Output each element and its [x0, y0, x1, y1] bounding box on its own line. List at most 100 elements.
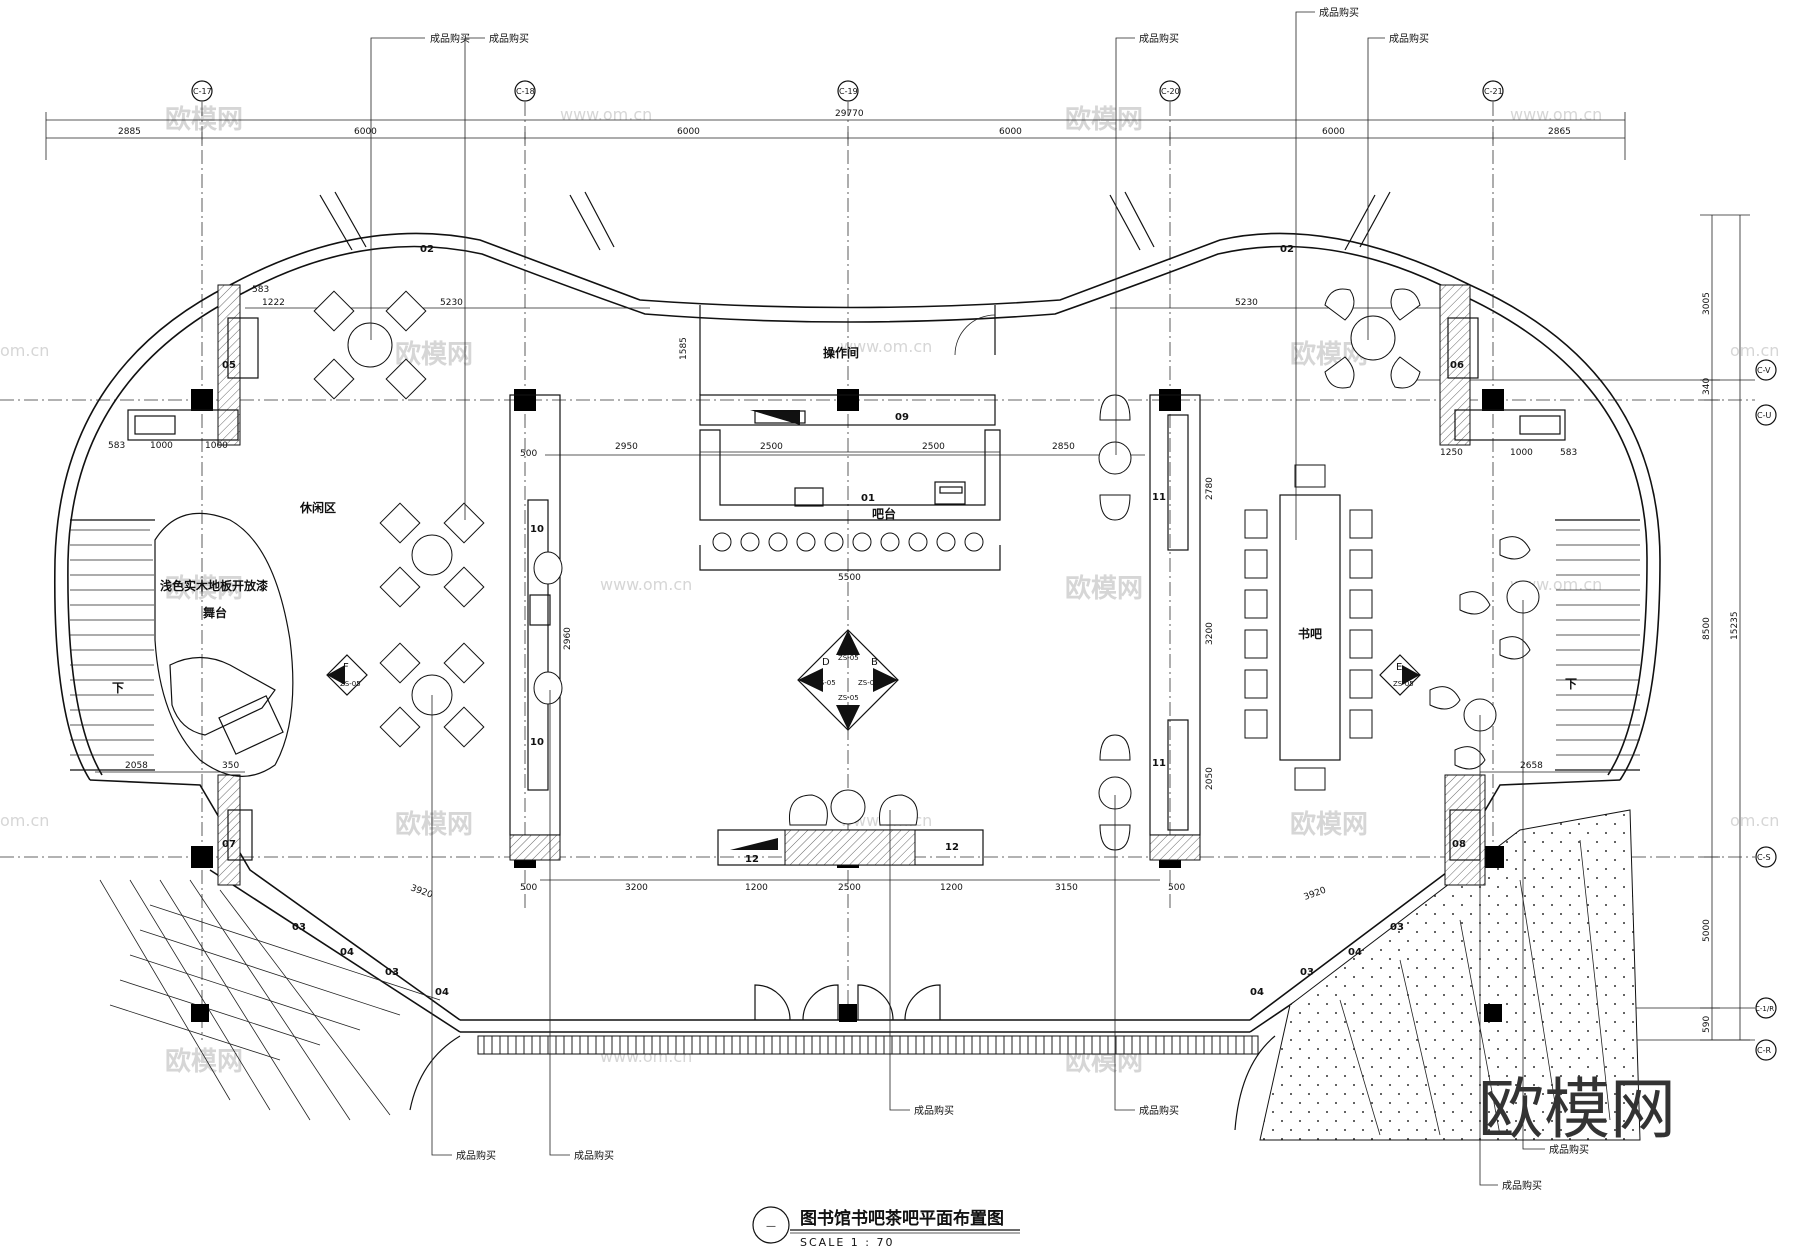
callout-label: 成品购买	[456, 1149, 496, 1162]
callout-leaders: 成品购买 成品购买 成品购买 成品购买 成品购买 成品购买 成品购买 成品购买 …	[370, 6, 1589, 1192]
brand-watermark: 欧模网	[1478, 1071, 1676, 1148]
dim-cab: 583	[108, 441, 125, 451]
index-ref: ZS-05	[838, 654, 859, 662]
dim-right-5: 340	[1702, 378, 1712, 395]
bar-counter: 01 吧台 2950 2850 2500 2500 5500	[545, 429, 1145, 583]
bottom-right-curve	[1234, 1035, 1276, 1131]
code-04: 04	[1250, 987, 1264, 998]
axis-label: C-17	[193, 87, 212, 96]
left-cabinets: 583 583 1000 1000 05 07 1222 5230 2058 3…	[95, 284, 650, 886]
dim-bottom-mid-a: 1200	[745, 883, 768, 893]
watermark-brand: 欧模网	[165, 573, 243, 604]
dim-left-top-a: 1222	[262, 298, 285, 308]
code-04: 04	[1348, 947, 1362, 958]
label-stage-note: 浅色实木地板开放漆	[160, 578, 268, 593]
dim-bottom-mid: 2500	[838, 883, 861, 893]
dim-right-low: 2658	[1520, 761, 1543, 771]
axis-label: C-S	[1757, 853, 1771, 862]
label-book-bar: 书吧	[1298, 626, 1322, 641]
code-03: 03	[1300, 967, 1314, 978]
dim-cab: 1000	[1510, 448, 1533, 458]
code-08: 08	[1452, 839, 1466, 850]
bottom-corridor-strip	[477, 1035, 1259, 1055]
dim-left-gap: 2950	[615, 442, 638, 452]
dim-cab: 583	[1560, 448, 1577, 458]
dim-bottom-left: 3200	[625, 883, 648, 893]
top-right-wall-fragments	[1109, 191, 1391, 251]
right-cabinets: 1250 1000 583 06 08 5230 2658	[1110, 284, 1610, 886]
axis-label: C-V	[1757, 366, 1771, 375]
callout-label: 成品购买	[1549, 1143, 1589, 1156]
dim-top-0: 2885	[118, 127, 141, 137]
dim-right-3: 5000	[1702, 919, 1712, 942]
lower-counter: 12 12 3200 1200 2500 1200 3150	[540, 789, 1160, 893]
dim-top-2: 6000	[677, 127, 700, 137]
left-index-mark: F ZS-05	[326, 654, 368, 696]
right-index-mark: E ZS-05	[1379, 654, 1421, 696]
title-marker: —	[766, 1221, 776, 1232]
dim-top-5: 2865	[1548, 127, 1571, 137]
drawing-scale: SCALE 1 : 70	[800, 1236, 894, 1249]
code-12: 12	[945, 842, 959, 853]
callout-label: 成品购买	[1319, 6, 1359, 19]
watermark-url: om.cn	[1730, 341, 1779, 360]
index-f: F	[343, 662, 349, 673]
right-stairs: 下	[1555, 519, 1640, 771]
code-02: 02	[420, 244, 434, 255]
watermark-url: www.om.cn	[1510, 105, 1602, 124]
dim-right-top-b: 5230	[1235, 298, 1258, 308]
left-lounge-tables: 休闲区	[299, 290, 485, 748]
watermark-brand: 欧模网	[165, 1046, 243, 1077]
axis-bubbles-top: C-17 C-18 C-19 C-20 C-21	[191, 80, 1504, 102]
lower-left-steps	[99, 879, 441, 1121]
watermark-url: om.cn	[1730, 811, 1779, 830]
watermark-url: om.cn	[0, 341, 49, 360]
index-c: C	[845, 708, 852, 719]
axis-label: C-U	[1757, 411, 1771, 420]
dim-cab: 583	[252, 285, 269, 295]
code-04: 04	[340, 947, 354, 958]
index-ref: ZS-05	[340, 680, 361, 688]
dim-right-gap: 2850	[1052, 442, 1075, 452]
dim-cab: 1250	[1440, 448, 1463, 458]
watermark-url: www.om.cn	[840, 337, 932, 356]
code-12: 12	[745, 854, 759, 865]
dim-right-4: 590	[1702, 1016, 1712, 1033]
dim-cab: 1000	[150, 441, 173, 451]
right-shelving: 11 11 2780 3200 2050 500	[1098, 394, 1215, 893]
code-03: 03	[292, 922, 306, 933]
index-b: B	[871, 657, 878, 668]
code-10: 10	[530, 524, 544, 535]
dim-top-4: 6000	[1322, 127, 1345, 137]
watermark-url: www.om.cn	[560, 105, 652, 124]
dim-diag-left: 3920	[409, 883, 434, 900]
code-11: 11	[1152, 492, 1166, 503]
operation-room: 09 操作间 1585	[679, 305, 996, 426]
code-06: 06	[1450, 360, 1464, 371]
dim-cab: 1000	[205, 441, 228, 451]
left-stairs: 下	[70, 519, 155, 771]
callout-label: 成品购买	[1139, 1104, 1179, 1117]
stage-area: 浅色实木地板开放漆 舞台	[154, 512, 294, 777]
index-d: D	[822, 657, 830, 668]
bar-stools	[712, 532, 984, 552]
dim-bottom-mid-b: 1200	[940, 883, 963, 893]
code-11: 11	[1152, 758, 1166, 769]
top-left-wall-fragments	[319, 191, 615, 251]
index-e: E	[1396, 662, 1402, 673]
watermark-brand: 欧模网	[1065, 573, 1143, 604]
dim-bar-width: 5500	[838, 573, 861, 583]
watermark-url: om.cn	[0, 811, 49, 830]
index-ref: ZS-05	[1393, 680, 1414, 688]
callout-label: 成品购买	[1389, 32, 1429, 45]
watermark-brand: 欧模网	[395, 809, 473, 840]
dim-500: 500	[1168, 883, 1185, 893]
dim-shelf-2780: 2780	[1205, 477, 1215, 500]
code-07: 07	[222, 839, 236, 850]
code-03: 03	[1390, 922, 1404, 933]
code-05: 05	[222, 360, 236, 371]
label-operation: 操作间	[823, 345, 859, 360]
watermark-brand: 欧模网	[1065, 104, 1143, 135]
axis-label: C-1/R	[1755, 1005, 1774, 1013]
